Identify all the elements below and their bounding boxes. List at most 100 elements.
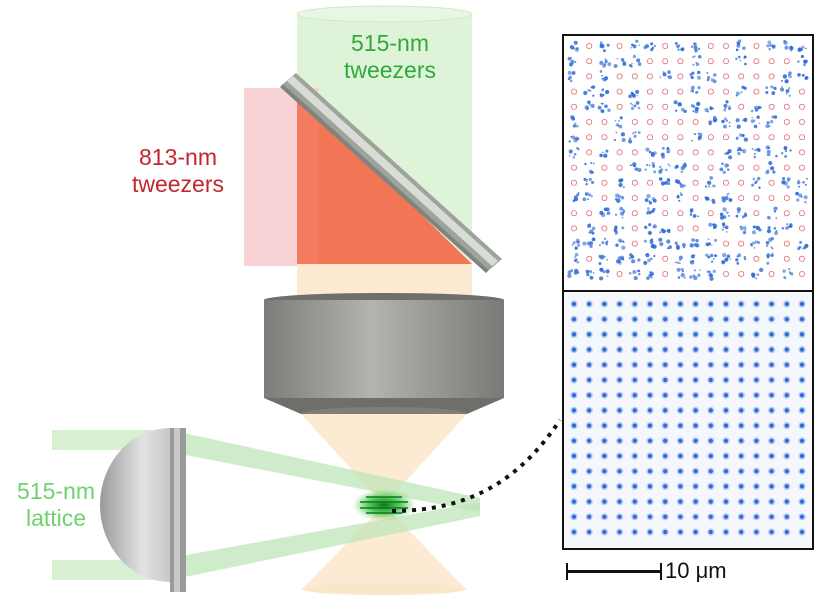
empty-site-marker xyxy=(571,164,578,171)
lattice-site xyxy=(739,301,744,307)
atom-detection xyxy=(678,259,682,262)
atom-detection xyxy=(736,262,740,265)
atom-detection xyxy=(714,254,718,258)
lattice-site xyxy=(587,484,592,489)
atom-detection xyxy=(646,212,649,215)
lattice-site xyxy=(587,362,592,367)
atom-detection xyxy=(682,163,687,168)
atom-detection xyxy=(768,153,771,156)
lattice-site xyxy=(784,529,789,535)
lattice-site xyxy=(678,469,683,474)
lattice-site xyxy=(647,499,653,504)
empty-site-marker xyxy=(571,88,578,95)
lattice-site xyxy=(617,317,622,322)
atom-detection xyxy=(582,197,587,202)
atom-detection xyxy=(574,47,579,52)
empty-site-marker xyxy=(799,270,806,277)
atom-detection xyxy=(803,63,806,67)
atom-detection xyxy=(709,253,714,258)
atom-detection xyxy=(676,195,680,199)
atom-detection xyxy=(659,231,662,234)
lattice-site xyxy=(663,438,668,443)
empty-site-marker xyxy=(586,255,593,262)
lattice-site xyxy=(754,377,759,383)
atom-detection xyxy=(706,78,710,82)
lattice-site xyxy=(769,317,774,322)
atom-detection xyxy=(589,270,593,274)
atom-detection xyxy=(786,223,789,226)
empty-site-marker xyxy=(753,58,760,65)
atom-detection xyxy=(728,155,732,160)
atom-detection xyxy=(602,64,606,68)
atom-detection xyxy=(721,228,724,231)
atom-detection xyxy=(636,94,639,97)
lattice-site xyxy=(617,377,622,383)
lattice-site xyxy=(784,469,789,474)
lattice-site xyxy=(754,362,759,367)
atom-detection xyxy=(599,268,603,271)
atom-detection xyxy=(643,239,647,243)
atom-detection xyxy=(786,185,790,189)
atom-detection xyxy=(728,125,731,128)
atom-detection xyxy=(796,180,801,185)
lattice-site xyxy=(602,317,607,322)
lattice-site xyxy=(663,484,668,489)
atom-detection xyxy=(568,149,573,154)
label-813nm-tweezers: 813-nm tweezers xyxy=(113,144,243,198)
atom-detection xyxy=(613,64,618,68)
label-813nm-tweezers-line1: 813-nm xyxy=(139,144,217,170)
atom-detection xyxy=(621,137,626,142)
atom-detection xyxy=(603,237,607,241)
lattice-site xyxy=(708,362,713,367)
atom-detection xyxy=(723,117,727,121)
atom-detection xyxy=(636,269,640,273)
atom-detection xyxy=(693,254,696,257)
lattice-site xyxy=(617,347,622,352)
atom-detection xyxy=(753,105,758,110)
empty-site-marker xyxy=(723,88,730,95)
lattice-site xyxy=(693,317,698,322)
lattice-site xyxy=(663,514,668,519)
lattice-site xyxy=(571,377,577,383)
atom-detection xyxy=(784,79,789,84)
empty-site-marker xyxy=(692,194,699,201)
atom-detection xyxy=(739,148,743,152)
lattice-site xyxy=(784,438,789,443)
atom-detection xyxy=(754,240,758,244)
lattice-site xyxy=(754,393,759,398)
atom-detection xyxy=(774,231,779,236)
atom-detection xyxy=(592,271,595,274)
lattice-lens xyxy=(100,428,186,592)
atom-detection xyxy=(741,85,745,89)
empty-site-marker xyxy=(586,58,593,65)
lattice-site xyxy=(663,347,668,352)
lattice-site xyxy=(799,347,805,352)
atom-detection xyxy=(753,119,756,122)
empty-site-marker xyxy=(647,73,654,80)
atom-detection xyxy=(789,222,793,227)
atom-detection xyxy=(694,48,698,53)
atom-detection xyxy=(692,56,695,59)
empty-site-marker xyxy=(647,119,654,126)
empty-site-marker xyxy=(783,194,790,201)
atom-detection xyxy=(681,243,686,247)
lattice-site xyxy=(739,393,744,398)
empty-site-marker xyxy=(783,255,790,262)
atom-detection xyxy=(768,47,771,51)
atom-detection xyxy=(696,70,701,75)
atom-detection xyxy=(675,164,679,169)
empty-site-marker xyxy=(662,270,669,277)
lattice-site xyxy=(602,393,607,398)
lattice-site xyxy=(799,423,805,428)
atom-detection xyxy=(756,115,760,119)
atom-detection xyxy=(606,212,609,215)
empty-site-marker xyxy=(768,194,775,201)
atom-detection xyxy=(620,58,625,62)
atom-detection xyxy=(602,88,605,90)
lattice-site xyxy=(632,393,637,398)
atom-detection xyxy=(614,213,618,216)
atom-detection xyxy=(785,92,788,95)
lattice-site xyxy=(617,514,622,519)
lattice-site xyxy=(739,453,744,459)
atom-detection xyxy=(598,244,601,247)
